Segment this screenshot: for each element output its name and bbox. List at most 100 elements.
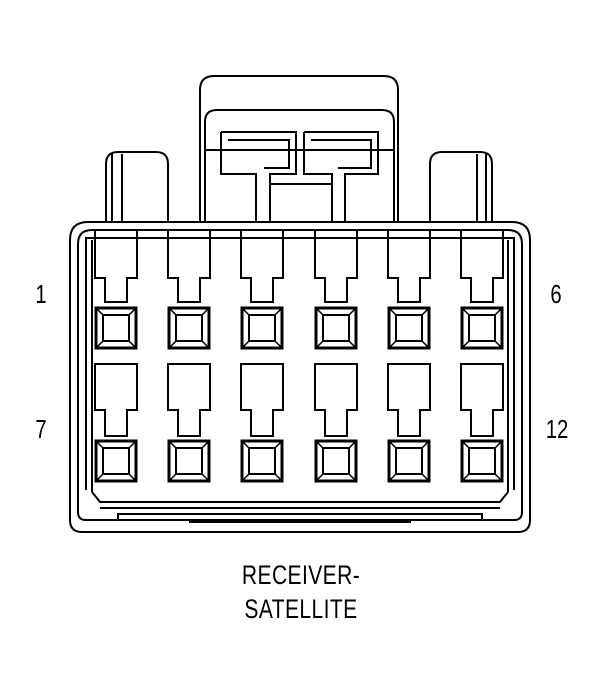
terminal-key <box>388 230 430 302</box>
pin-cavity-8 <box>168 364 210 481</box>
bevel-line <box>169 341 176 348</box>
pin-cavity-12 <box>461 364 503 481</box>
bevel-line <box>96 308 103 315</box>
bevel-line <box>275 474 282 481</box>
bevel-line <box>495 474 502 481</box>
bevel-line <box>389 474 396 481</box>
bevel-line <box>202 441 209 448</box>
terminal-key <box>95 230 137 302</box>
terminal-window-inner <box>176 448 202 474</box>
terminal-key <box>461 364 503 436</box>
bevel-line <box>242 474 249 481</box>
bevel-line <box>202 341 209 348</box>
terminal-window-inner <box>323 448 349 474</box>
bevel-line <box>169 441 176 448</box>
pin-label-6: 6 <box>550 279 562 309</box>
terminal-window-inner <box>469 315 495 341</box>
pin-cavity-7 <box>95 364 137 481</box>
bevel-line <box>316 341 323 348</box>
pin-cavity-3 <box>241 230 283 348</box>
bevel-line <box>242 308 249 315</box>
bevel-line <box>202 308 209 315</box>
terminal-window-inner <box>323 315 349 341</box>
bevel-line <box>129 308 136 315</box>
bevel-line <box>96 341 103 348</box>
terminal-key <box>168 364 210 436</box>
terminal-key <box>388 364 430 436</box>
terminal-window-outer <box>462 308 502 348</box>
pin-cavity-10 <box>315 364 357 481</box>
bevel-line <box>389 308 396 315</box>
terminal-window-outer <box>169 308 209 348</box>
terminal-window-outer <box>242 441 282 481</box>
terminal-window-inner <box>103 315 129 341</box>
right-side-post <box>430 152 492 222</box>
terminal-window-inner <box>469 448 495 474</box>
bevel-line <box>129 474 136 481</box>
bevel-line <box>349 474 356 481</box>
bevel-line <box>275 308 282 315</box>
left-side-post <box>106 152 168 222</box>
bevel-line <box>275 441 282 448</box>
pin-label-12: 12 <box>545 414 569 444</box>
pin-cavity-2 <box>168 230 210 348</box>
terminal-window-inner <box>103 448 129 474</box>
caption-line-2: SATELLITE <box>244 594 358 624</box>
terminal-window-inner <box>176 315 202 341</box>
bevel-line <box>462 441 469 448</box>
terminal-window-outer <box>169 441 209 481</box>
pin-cavity-5 <box>388 230 430 348</box>
bevel-line <box>349 308 356 315</box>
bevel-line <box>462 474 469 481</box>
bevel-line <box>96 474 103 481</box>
caption-line-1: RECEIVER- <box>241 560 361 590</box>
bevel-line <box>242 441 249 448</box>
bevel-line <box>462 341 469 348</box>
bevel-line <box>422 474 429 481</box>
terminal-window-inner <box>249 315 275 341</box>
bevel-line <box>422 308 429 315</box>
terminal-window-inner <box>249 448 275 474</box>
bevel-line <box>316 441 323 448</box>
bevel-line <box>389 341 396 348</box>
bevel-line <box>96 441 103 448</box>
bevel-line <box>495 441 502 448</box>
bevel-line <box>495 308 502 315</box>
terminal-window-inner <box>396 448 422 474</box>
pin-label-1: 1 <box>35 279 47 309</box>
bevel-line <box>242 341 249 348</box>
terminal-key <box>315 364 357 436</box>
top-lock-tab <box>200 76 398 222</box>
bevel-line <box>169 474 176 481</box>
pin-cavities <box>95 230 503 481</box>
pin-label-7: 7 <box>35 414 47 444</box>
pin-cavity-4 <box>315 230 357 348</box>
terminal-window-inner <box>396 315 422 341</box>
terminal-window-outer <box>96 441 136 481</box>
pin-cavity-9 <box>241 364 283 481</box>
terminal-window-outer <box>389 441 429 481</box>
bevel-line <box>349 341 356 348</box>
terminal-window-outer <box>316 441 356 481</box>
bevel-line <box>129 441 136 448</box>
terminal-window-outer <box>389 308 429 348</box>
connector-body <box>70 222 530 532</box>
bevel-line <box>275 341 282 348</box>
bevel-line <box>169 308 176 315</box>
terminal-key <box>241 364 283 436</box>
bevel-line <box>495 341 502 348</box>
terminal-window-outer <box>462 441 502 481</box>
bevel-line <box>202 474 209 481</box>
terminal-window-outer <box>316 308 356 348</box>
terminal-key <box>461 230 503 302</box>
terminal-key <box>168 230 210 302</box>
pin-cavity-6 <box>461 230 503 348</box>
bevel-line <box>129 341 136 348</box>
terminal-key <box>241 230 283 302</box>
terminal-key <box>95 364 137 436</box>
pin-cavity-1 <box>95 230 137 348</box>
bevel-line <box>462 308 469 315</box>
terminal-window-outer <box>242 308 282 348</box>
bevel-line <box>389 441 396 448</box>
